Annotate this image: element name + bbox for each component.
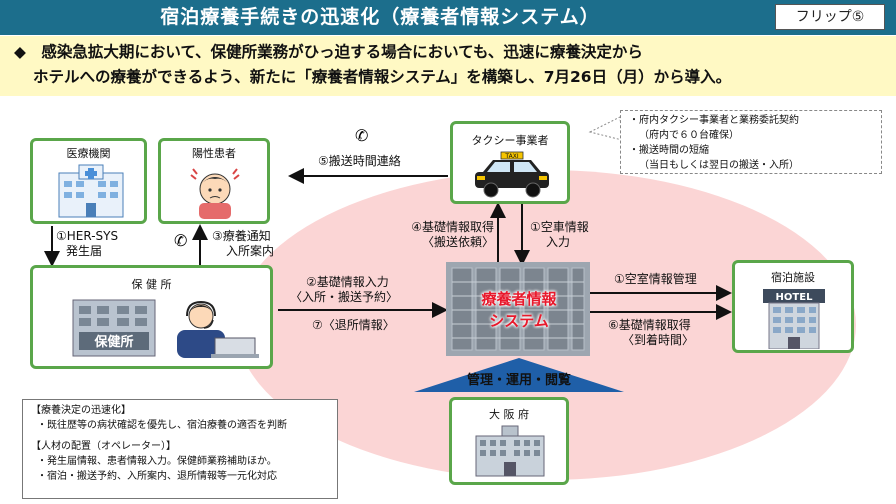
page-title: 宿泊療養手続きの迅速化（療養者情報システム）	[160, 6, 600, 28]
flow-vehicle-line2: 入力	[546, 235, 571, 249]
flow-hotel-get: ⑥基礎情報取得 〈到着時間〉	[608, 318, 694, 348]
patient-label: 陽性患者	[192, 147, 236, 160]
health-center-label: 保 健 所	[131, 278, 172, 291]
bottom-note-line: ・発生届情報、患者情報入力。保健師業務補助ほか。	[37, 456, 277, 467]
operator-icon	[177, 300, 259, 358]
flow-her-sys-line2: 発生届	[66, 244, 103, 258]
health-center-building-icon: 保健所	[72, 299, 156, 357]
bottom-note: 【療養決定の迅速化】 ・既往歴等の病状確認を優先し、宿泊療養の適否を判断 【人材…	[22, 399, 338, 499]
taxi-note-line: （当日もしくは翌日の搬送・入所）	[639, 160, 799, 171]
flow-hotel-get-line2: 〈到着時間〉	[622, 333, 695, 347]
system-label: 療養者情報 システム	[450, 288, 588, 332]
flow-basic-input: ②基礎情報入力 〈入所・搬送予約〉	[290, 275, 398, 305]
flow-her-sys-line1: ①HER-SYS	[56, 229, 119, 243]
system-server-icon	[446, 262, 590, 356]
taxi-note-line: ・府内タクシー事業者と業務委託契約	[629, 115, 799, 126]
management-label: 管理・運用・閲覧	[466, 373, 571, 388]
flow-vehicle-input: ①空車情報 入力	[530, 220, 589, 250]
bottom-note-line: ・既往歴等の病状確認を優先し、宿泊療養の適否を判断	[37, 420, 287, 431]
flow-notice-line2: 入所案内	[226, 244, 275, 258]
hotel-label: 宿泊施設	[771, 271, 815, 284]
flow-notice: ③療養通知 入所案内	[212, 229, 274, 259]
hospital-icon	[58, 164, 124, 218]
taxi-company-box: タクシー事業者 TAXI	[450, 121, 570, 204]
taxi-icon: TAXI	[475, 151, 549, 198]
flow-taxi-get: ④基礎情報取得 〈搬送依頼〉	[390, 220, 494, 250]
system-label-line2: システム	[489, 312, 549, 330]
osaka-prefecture-box: 大 阪 府	[449, 397, 569, 485]
osaka-label: 大 阪 府	[489, 408, 529, 421]
flow-room-mgmt: ①空室情報管理	[614, 272, 697, 286]
flow-notice-line1: ③療養通知	[212, 229, 271, 243]
flow-vehicle-line1: ①空車情報	[530, 220, 589, 234]
taxi-note: ・府内タクシー事業者と業務委託契約 （府内で６０台確保） ・搬送時間の短縮 （当…	[620, 110, 882, 174]
flow-basic-input-line2: 〈入所・搬送予約〉	[290, 290, 399, 304]
bullet-icon: ◆	[14, 43, 26, 61]
summary-band: ◆ 感染急拡大期において、保健所業務がひっ迫する場合においても、迅速に療養決定か…	[0, 36, 896, 96]
flow-transport-contact: ⑤搬送時間連絡	[318, 154, 401, 168]
medical-label: 医療機関	[66, 147, 111, 160]
bottom-note-line: ・宿泊・搬送予約、入所案内、退所情報等一元化対応	[37, 471, 277, 482]
summary-text-2: ホテルへの療養ができるよう、新たに「療養者情報システム」を構築し、7月26日（月…	[33, 68, 732, 86]
phone-icon: ✆	[355, 126, 369, 145]
positive-patient-box: 陽性患者	[158, 138, 270, 224]
patient-icon	[190, 168, 240, 219]
flow-discharge: ⑦〈退所情報〉	[312, 318, 395, 332]
taxi-label: タクシー事業者	[471, 134, 549, 147]
title-bar	[0, 0, 896, 35]
flow-her-sys: ①HER-SYS 発生届	[56, 229, 118, 259]
taxi-note-line: ・搬送時間の短縮	[629, 145, 709, 156]
hotel-box: 宿泊施設 HOTEL	[732, 260, 854, 353]
bottom-note-heading: 【人材の配置（オペレーター）】	[31, 441, 176, 452]
summary-line-1: ◆ 感染急拡大期において、保健所業務がひっ迫する場合においても、迅速に療養決定か…	[14, 40, 643, 62]
government-building-icon	[475, 425, 545, 477]
flow-hotel-get-line1: ⑥基礎情報取得	[608, 318, 691, 332]
hotel-sign-text: HOTEL	[776, 292, 814, 303]
medical-institution-box: 医療機関	[30, 138, 147, 224]
taxi-note-line: （府内で６０台確保）	[639, 130, 739, 141]
health-center-box: 保 健 所 保健所	[30, 265, 273, 369]
bottom-note-heading: 【療養決定の迅速化】	[31, 405, 131, 416]
management-triangle	[414, 358, 624, 392]
flip-badge: フリップ⑤	[775, 4, 885, 30]
phone-icon: ✆	[174, 231, 188, 250]
summary-text-1: 感染急拡大期において、保健所業務がひっ迫する場合においても、迅速に療養決定から	[41, 43, 643, 61]
health-center-sign-text: 保健所	[93, 334, 133, 350]
taxi-sign-text: TAXI	[504, 153, 518, 160]
flow-taxi-get-line2: 〈搬送依頼〉	[421, 235, 494, 249]
hotel-icon: HOTEL	[763, 289, 825, 349]
system-label-line1: 療養者情報	[481, 290, 557, 308]
flow-taxi-get-line1: ④基礎情報取得	[411, 220, 494, 234]
flow-basic-input-line1: ②基礎情報入力	[306, 275, 389, 289]
